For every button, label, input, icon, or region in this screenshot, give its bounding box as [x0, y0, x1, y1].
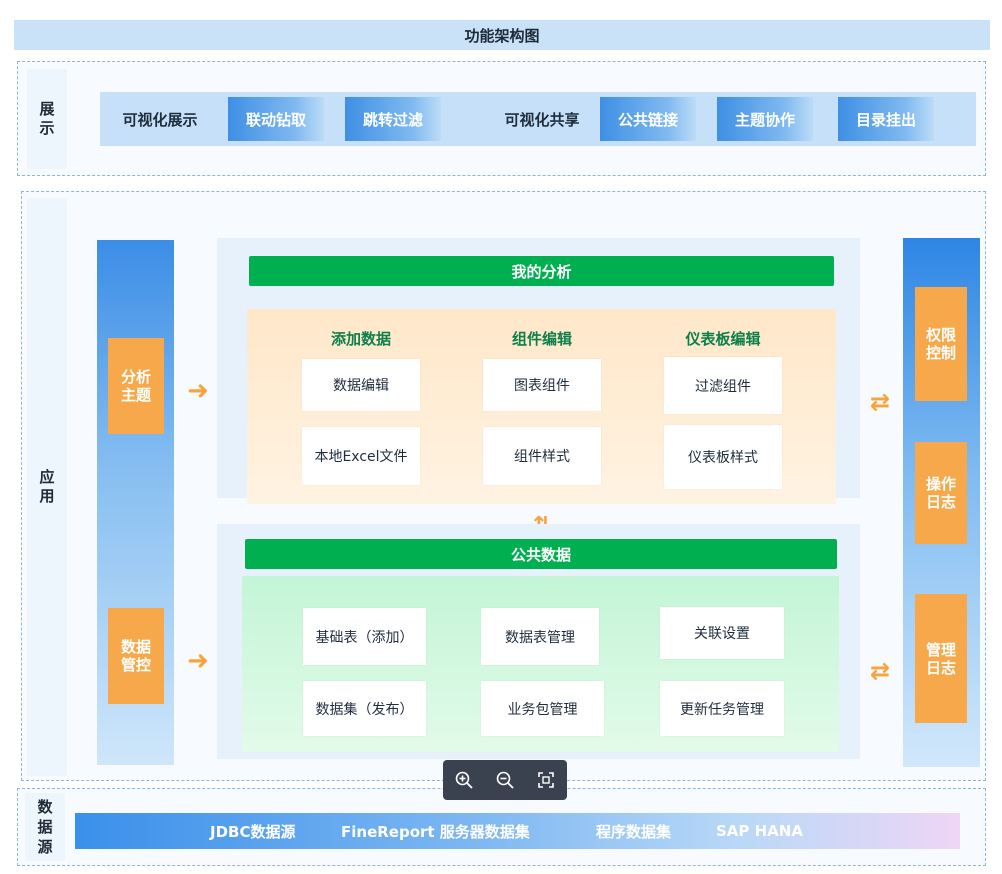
display-item: 可视化共享	[504, 110, 580, 129]
data-source-item: JDBC数据源	[210, 822, 296, 841]
app-label-char: 应	[39, 468, 55, 486]
display-item: 公共链接	[600, 97, 696, 141]
display-item: 可视化展示	[122, 110, 198, 129]
zoom-toolbar	[443, 760, 567, 800]
column-title: 添加数据	[330, 330, 391, 348]
feature-card: 组件样式	[483, 427, 601, 485]
display-item: 联动钻取	[228, 97, 324, 141]
feature-card: 业务包管理	[481, 681, 604, 736]
data-source-item: FineReport 服务器数据集	[341, 822, 530, 841]
box-text: 数据	[120, 638, 151, 656]
zoom-in-icon[interactable]	[451, 767, 477, 793]
feature-card: 更新任务管理	[660, 681, 784, 736]
bidirectional-arrow-icon: ⇄	[869, 388, 891, 416]
box-text: 管控	[120, 656, 151, 674]
display-label-char: 展	[39, 100, 55, 118]
application-layer-label: 应 用	[27, 198, 67, 776]
box-text: 主题	[120, 386, 151, 404]
permission-control-box: 权限 控制	[915, 287, 967, 401]
box-text: 分析	[120, 368, 151, 386]
ds-label-char: 据	[37, 818, 53, 836]
display-layer-label: 展 示	[27, 69, 67, 169]
box-text: 日志	[925, 493, 956, 511]
display-item: 跳转过滤	[345, 97, 441, 141]
column-title: 组件编辑	[511, 330, 572, 348]
display-strip: 可视化展示 联动钻取 跳转过滤 可视化共享 公共链接 主题协作 目录挂出	[100, 92, 976, 146]
box-text: 管理	[925, 640, 956, 659]
public-data-header: 公共数据	[245, 539, 837, 569]
feature-card: 仪表板样式	[664, 425, 782, 489]
right-arrow-icon: ➜	[187, 376, 209, 406]
data-source-strip: JDBC数据源 FineReport 服务器数据集 程序数据集 SAP HANA	[75, 813, 960, 849]
feature-card: 数据表管理	[481, 608, 599, 665]
app-label-char: 用	[39, 487, 55, 505]
box-text: 操作	[925, 475, 956, 493]
display-item: 目录挂出	[838, 97, 934, 141]
feature-card: 数据编辑	[302, 359, 420, 411]
ds-label-char: 数	[37, 798, 53, 816]
data-source-layer-label: 数 据 源	[25, 793, 65, 861]
ds-label-char: 源	[37, 838, 53, 856]
box-text: 权限	[925, 326, 956, 344]
display-label-char: 示	[39, 119, 55, 137]
data-source-item: 程序数据集	[596, 822, 672, 841]
feature-card: 本地Excel文件	[302, 427, 420, 485]
my-analysis-header: 我的分析	[249, 256, 834, 286]
diagram-title: 功能架构图	[14, 20, 990, 50]
zoom-out-icon[interactable]	[492, 767, 518, 793]
fit-screen-icon[interactable]	[533, 767, 559, 793]
feature-card: 过滤组件	[664, 357, 782, 414]
data-control-box: 数据 管控	[108, 608, 164, 704]
feature-card: 图表组件	[483, 359, 601, 411]
box-text: 日志	[925, 658, 956, 677]
management-log-box: 管理 日志	[915, 594, 967, 723]
analysis-theme-box: 分析 主题	[108, 338, 164, 434]
right-arrow-icon: ➜	[187, 646, 209, 676]
data-source-item: SAP HANA	[716, 822, 803, 840]
feature-card: 基础表（添加）	[303, 608, 426, 665]
display-item: 主题协作	[717, 97, 813, 141]
operation-log-box: 操作 日志	[915, 442, 967, 544]
bidirectional-arrow-icon: ⇄	[869, 657, 891, 685]
box-text: 控制	[925, 344, 956, 362]
column-title: 仪表板编辑	[685, 330, 761, 348]
feature-card: 关联设置	[660, 607, 784, 659]
feature-card: 数据集（发布）	[303, 681, 426, 736]
